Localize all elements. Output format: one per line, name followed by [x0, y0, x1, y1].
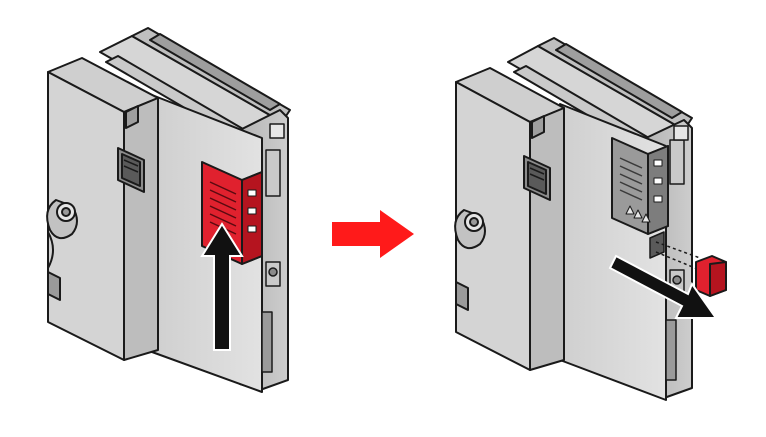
ethernet-port-icon: [117, 147, 145, 193]
top-slot: [125, 105, 139, 129]
housing-left-block-side: [123, 97, 159, 361]
side-notch: [455, 281, 469, 311]
top-slot: [531, 115, 545, 139]
ethernet-port-icon: [523, 155, 551, 201]
side-notch-lower: [47, 231, 54, 269]
device-step-1: [46, 27, 291, 393]
device-step-2: [454, 37, 693, 401]
top-rail: [99, 27, 291, 147]
sd-cover-open: [611, 137, 669, 235]
top-rail: [507, 37, 693, 155]
housing-left-block-side: [529, 107, 565, 371]
sd-card-icon: [695, 255, 727, 297]
arrow-down-right-icon: [608, 254, 718, 319]
card-guide-lines: [655, 241, 701, 271]
arrow-up-icon: [200, 222, 244, 351]
rotary-latch: [454, 209, 486, 250]
rotary-latch: [46, 199, 78, 240]
arrow-right-icon: [332, 210, 414, 258]
side-notch: [47, 271, 61, 301]
card-slot: [649, 231, 665, 259]
right-connectors: [261, 123, 285, 373]
